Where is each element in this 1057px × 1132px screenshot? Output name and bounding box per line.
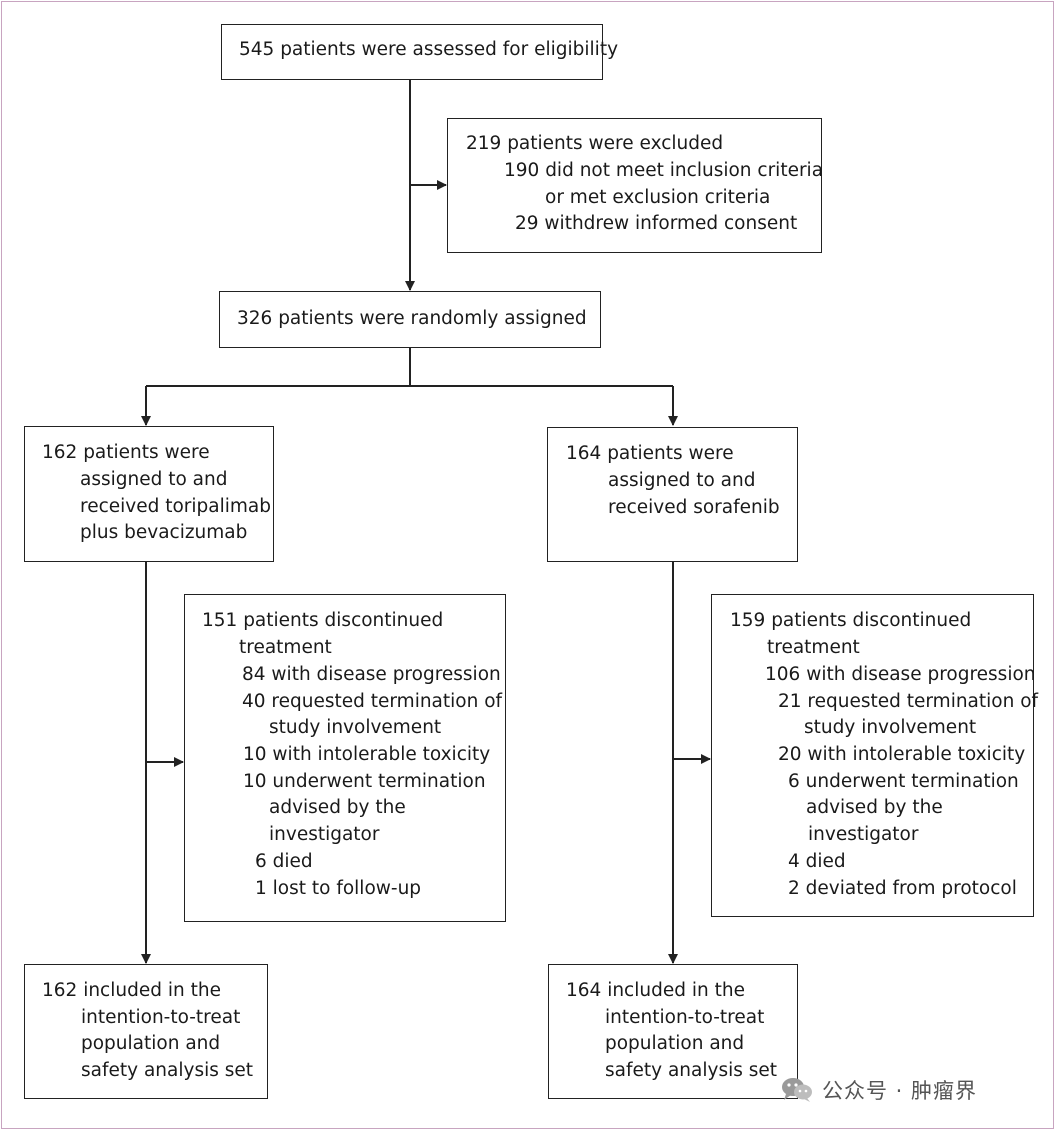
left-arm-text: received toripalimab xyxy=(80,496,272,517)
left-discontinued-reason: 1 lost to follow-up xyxy=(255,878,422,899)
watermark-text: 公众号 · 肿瘤界 xyxy=(822,1079,978,1103)
right-arm-assigned-box: 164 patients were assigned to and receiv… xyxy=(547,427,798,562)
left-discontinued-reason-cont: advised by the xyxy=(269,797,406,818)
right-discontinued-reason: 4 died xyxy=(788,851,846,872)
right-discontinued-reason: 2 deviated from protocol xyxy=(788,878,1017,899)
right-analysis-count: 164 included in the xyxy=(566,980,745,1001)
right-arm-text: assigned to and xyxy=(608,470,756,491)
right-discontinued-reason: 6 underwent termination xyxy=(788,771,1019,792)
screening-text: 545 patients were assessed for eligibili… xyxy=(239,39,619,60)
right-analysis-text: safety analysis set xyxy=(605,1060,778,1081)
left-arm-text: assigned to and xyxy=(80,469,228,490)
left-discontinued-reason: 10 with intolerable toxicity xyxy=(243,744,491,765)
excluded-box: 219 patients were excluded 190 did not m… xyxy=(447,118,824,253)
right-discontinued-reason-cont: study involvement xyxy=(804,717,977,738)
left-discontinued-reason: 84 with disease progression xyxy=(242,664,501,685)
right-discontinued-reason: 21 requested termination of xyxy=(778,691,1039,712)
right-analysis-text: intention-to-treat xyxy=(605,1007,765,1028)
right-discontinued-reason: 20 with intolerable toxicity xyxy=(778,744,1026,765)
left-arm-text: plus bevacizumab xyxy=(80,522,248,543)
right-analysis-text: population and xyxy=(605,1033,745,1054)
left-arm-count: 162 patients were xyxy=(42,442,210,463)
screening-box: 545 patients were assessed for eligibili… xyxy=(221,24,618,80)
right-arm-text: received sorafenib xyxy=(608,497,780,518)
randomised-text: 326 patients were randomly assigned xyxy=(237,308,587,329)
excluded-title: 219 patients were excluded xyxy=(466,133,724,154)
left-discontinued-reason: 40 requested termination of xyxy=(242,691,503,712)
left-arm-assigned-box: 162 patients were assigned to and receiv… xyxy=(24,426,274,562)
right-analysis-box: 164 included in the intention-to-treat p… xyxy=(548,964,798,1099)
randomised-box: 326 patients were randomly assigned xyxy=(219,291,601,348)
left-discontinued-reason: 10 underwent termination xyxy=(243,771,486,792)
left-discontinued-reason-cont: investigator xyxy=(269,824,380,845)
left-analysis-text: intention-to-treat xyxy=(81,1007,241,1028)
left-discontinued-title-cont: treatment xyxy=(239,637,332,658)
left-discontinued-reason-cont: study involvement xyxy=(269,717,442,738)
left-discontinued-reason: 6 died xyxy=(255,851,313,872)
left-discontinued-title: 151 patients discontinued xyxy=(202,610,444,631)
right-discontinued-reason-cont: advised by the xyxy=(806,797,943,818)
excluded-reason: 190 did not meet inclusion criteria xyxy=(504,160,824,181)
right-discontinued-box: 159 patients discontinued treatment 106 … xyxy=(711,594,1038,917)
excluded-reason: 29 withdrew informed consent xyxy=(515,213,798,234)
left-analysis-text: safety analysis set xyxy=(81,1060,254,1081)
watermark: 公众号 · 肿瘤界 xyxy=(780,1074,977,1106)
right-arm-count: 164 patients were xyxy=(566,443,734,464)
right-discontinued-reason-cont: investigator xyxy=(808,824,919,845)
left-analysis-count: 162 included in the xyxy=(42,980,221,1001)
right-discontinued-title: 159 patients discontinued xyxy=(730,610,972,631)
left-discontinued-box: 151 patients discontinued treatment 84 w… xyxy=(184,594,506,922)
left-analysis-text: population and xyxy=(81,1033,221,1054)
right-discontinued-title-cont: treatment xyxy=(767,637,860,658)
wechat-icon xyxy=(780,1076,814,1104)
excluded-reason-cont: or met exclusion criteria xyxy=(545,187,771,208)
left-analysis-box: 162 included in the intention-to-treat p… xyxy=(24,964,268,1099)
right-discontinued-reason: 106 with disease progression xyxy=(765,664,1036,685)
